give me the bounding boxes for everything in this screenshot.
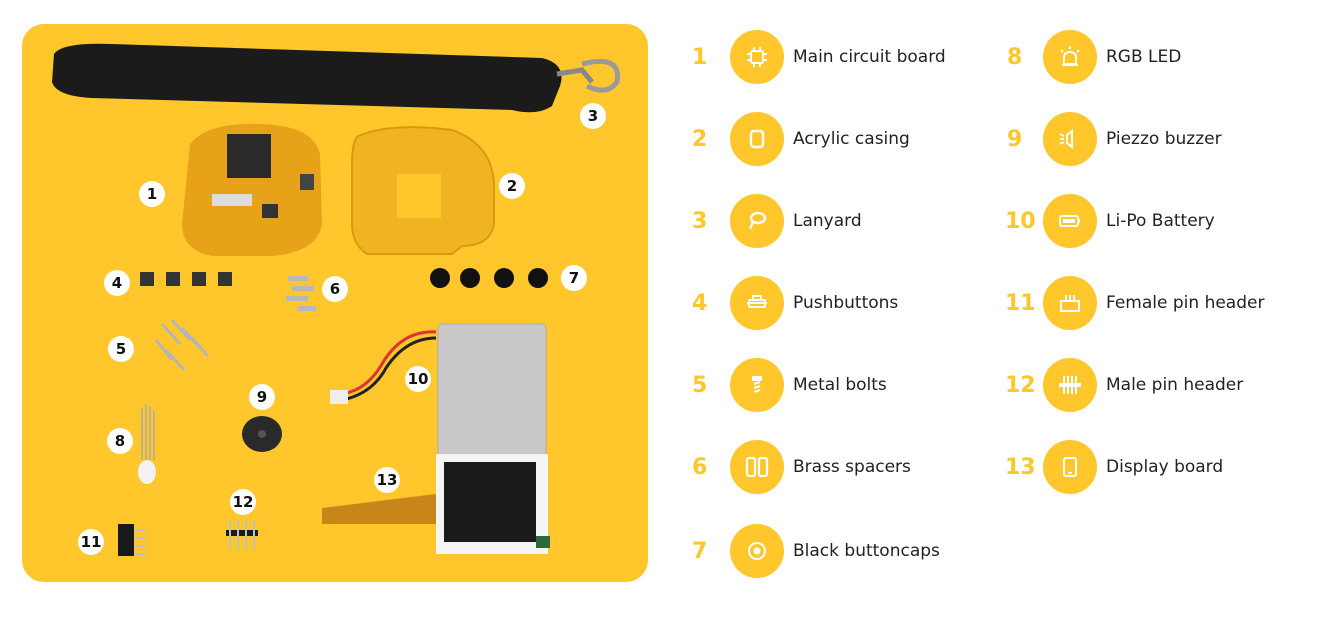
legend-label: Main circuit board — [793, 47, 946, 67]
legend-number: 10 — [1005, 208, 1036, 234]
photo-marker-10: 10 — [405, 366, 431, 392]
legend-number: 9 — [1007, 126, 1023, 152]
photo-marker-1: 1 — [139, 181, 165, 207]
legend-item-10: 10 Li-Po Battery — [1005, 194, 1315, 248]
legend-label: Male pin header — [1106, 375, 1244, 395]
legend-number: 8 — [1007, 44, 1023, 70]
buttoncap-icon — [730, 524, 784, 578]
photo-marker-8: 8 — [107, 428, 133, 454]
photo-marker-9: 9 — [249, 384, 275, 410]
legend-item-6: 6 Brass spacers — [690, 440, 990, 494]
legend-number: 4 — [692, 290, 708, 316]
buzzer-icon — [1043, 112, 1097, 166]
legend-item-1: 1 Main circuit board — [690, 30, 990, 84]
legend-item-4: 4 Pushbuttons — [690, 276, 990, 330]
legend-item-7: 7 Black buttoncaps — [690, 524, 990, 578]
legend-label: Li-Po Battery — [1106, 211, 1215, 231]
legend-item-9: 9 Piezzo buzzer — [1005, 112, 1315, 166]
legend-item-5: 5 Metal bolts — [690, 358, 990, 412]
legend-number: 5 — [692, 372, 708, 398]
photo-marker-12: 12 — [230, 489, 256, 515]
chip-icon — [730, 30, 784, 84]
photo-marker-3: 3 — [580, 103, 606, 129]
legend-item-11: 11 Female pin header — [1005, 276, 1315, 330]
photo-marker-11: 11 — [78, 529, 104, 555]
led-icon — [1043, 30, 1097, 84]
legend-number: 11 — [1005, 290, 1036, 316]
photo-marker-2: 2 — [499, 173, 525, 199]
display-icon — [1043, 440, 1097, 494]
photo-marker-13: 13 — [374, 467, 400, 493]
photo-marker-4: 4 — [104, 270, 130, 296]
female-header-icon — [1043, 276, 1097, 330]
legend-item-2: 2 Acrylic casing — [690, 112, 990, 166]
legend-number: 12 — [1005, 372, 1036, 398]
pushbutton-icon — [730, 276, 784, 330]
legend-label: Piezzo buzzer — [1106, 129, 1222, 149]
legend-number: 7 — [692, 538, 708, 564]
battery-icon — [1043, 194, 1097, 248]
legend-label: Metal bolts — [793, 375, 887, 395]
casing-icon — [730, 112, 784, 166]
legend-label: Display board — [1106, 457, 1224, 477]
bolt-icon — [730, 358, 784, 412]
legend-number: 6 — [692, 454, 708, 480]
kit-photo-panel: 1 2 3 4 5 6 7 8 9 10 11 12 13 — [22, 24, 648, 582]
legend-item-12: 12 Male pin header — [1005, 358, 1315, 412]
legend-label: Black buttoncaps — [793, 541, 940, 561]
legend-item-3: 3 Lanyard — [690, 194, 990, 248]
legend-label: RGB LED — [1106, 47, 1182, 67]
legend-number: 2 — [692, 126, 708, 152]
photo-marker-6: 6 — [322, 276, 348, 302]
legend-label: Acrylic casing — [793, 129, 910, 149]
lanyard-icon — [730, 194, 784, 248]
legend-item-13: 13 Display board — [1005, 440, 1315, 494]
spacer-icon — [730, 440, 784, 494]
legend-number: 3 — [692, 208, 708, 234]
photo-marker-5: 5 — [108, 336, 134, 362]
male-header-icon — [1043, 358, 1097, 412]
legend-label: Pushbuttons — [793, 293, 899, 313]
legend-label: Lanyard — [793, 211, 862, 231]
legend-label: Female pin header — [1106, 293, 1265, 313]
legend-label: Brass spacers — [793, 457, 911, 477]
legend-number: 1 — [692, 44, 708, 70]
kit-illustration — [52, 43, 621, 556]
legend-item-8: 8 RGB LED — [1005, 30, 1315, 84]
legend-number: 13 — [1005, 454, 1036, 480]
photo-marker-7: 7 — [561, 265, 587, 291]
